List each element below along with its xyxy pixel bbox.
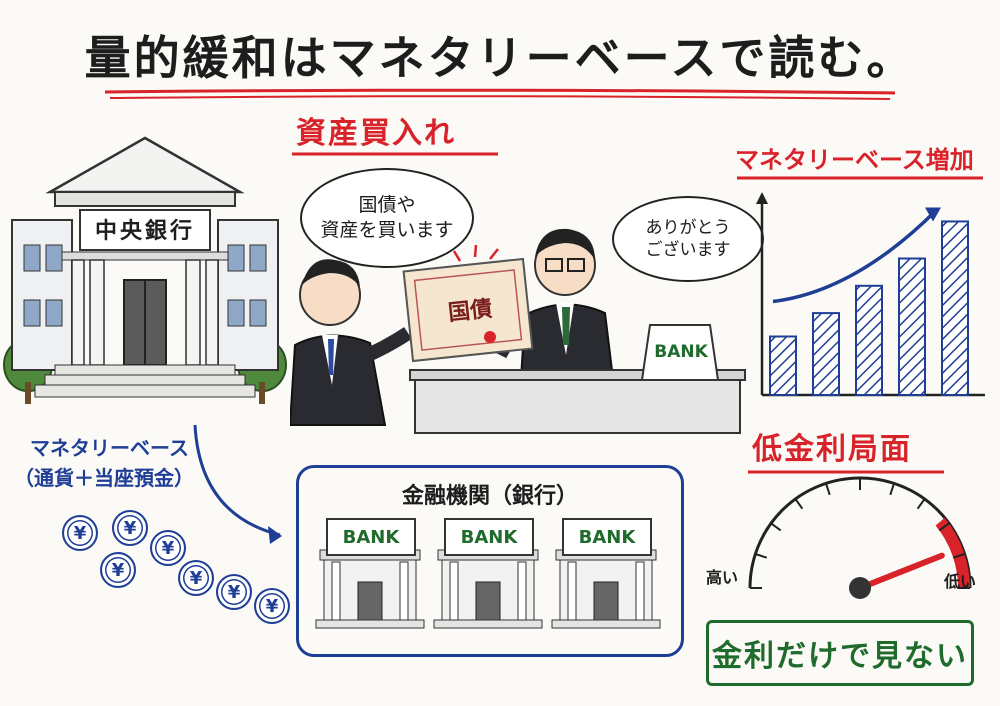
central-bank-building bbox=[3, 136, 287, 404]
yen-coin: ¥ bbox=[112, 510, 148, 546]
financial-institutions-label: 金融機関（銀行） bbox=[401, 484, 578, 509]
speech-bubble-right: ありがとう ございます bbox=[612, 196, 764, 282]
chart-bar bbox=[855, 284, 883, 396]
gauge-tick bbox=[916, 498, 926, 510]
yen-coin: ¥ bbox=[62, 515, 98, 551]
section-asset-underline bbox=[292, 152, 498, 156]
gauge-tick bbox=[755, 553, 768, 559]
monetary-base-sub: （通貨＋当座預金） bbox=[14, 466, 194, 490]
chart-bar bbox=[898, 257, 926, 396]
section-chart-underline bbox=[737, 176, 983, 180]
gauge-hub bbox=[849, 577, 871, 599]
bank-sign: BANK bbox=[562, 518, 652, 556]
yen-coin: ¥ bbox=[216, 574, 252, 610]
speech-bubble-left: 国債や 資産を買います bbox=[300, 168, 474, 268]
section-monetary-base-increase: マネタリーベース増加 bbox=[735, 146, 974, 174]
bank-sign: BANK bbox=[444, 518, 534, 556]
flow-arrow bbox=[193, 424, 282, 544]
section-asset-purchase: 資産買入れ bbox=[296, 116, 456, 151]
title-underline bbox=[104, 88, 896, 100]
gauge-tick bbox=[889, 483, 895, 496]
financial-institutions-box bbox=[296, 465, 684, 657]
gauge-low-label: 低い bbox=[944, 572, 977, 591]
yen-coin: ¥ bbox=[254, 588, 290, 624]
chart-bar bbox=[941, 220, 969, 397]
bar-chart bbox=[756, 192, 985, 397]
gauge-tick bbox=[794, 498, 804, 510]
central-bank-sign: 中央銀行 bbox=[94, 219, 195, 244]
bottom-message: 金利だけで見ない bbox=[706, 620, 974, 686]
yen-coin: ¥ bbox=[178, 560, 214, 596]
trend-arrow bbox=[772, 210, 937, 304]
section-gauge-underline bbox=[748, 470, 944, 474]
page-title: 量的緩和はマネタリーベースで読む。 bbox=[84, 31, 916, 85]
bank-sign: BANK bbox=[326, 518, 416, 556]
gauge-tick bbox=[825, 483, 831, 496]
transaction-scene bbox=[290, 228, 746, 434]
gauge-tick bbox=[952, 553, 965, 559]
desk-bank-sign: BANK bbox=[654, 342, 708, 362]
gauge-tick bbox=[938, 522, 950, 532]
monetary-base-label: マネタリーベース bbox=[30, 436, 189, 460]
gauge-high-label: 高い bbox=[706, 568, 739, 587]
section-low-rate: 低金利局面 bbox=[752, 432, 912, 467]
trend-arrow-head bbox=[925, 207, 941, 222]
yen-coin: ¥ bbox=[150, 530, 186, 566]
y-axis-arrow bbox=[756, 192, 768, 204]
interest-rate-gauge bbox=[748, 476, 972, 599]
chart-bar bbox=[769, 335, 797, 396]
gauge-needle bbox=[857, 552, 945, 591]
gauge-tick bbox=[770, 522, 782, 532]
chart-bar bbox=[812, 312, 840, 396]
yen-coin: ¥ bbox=[100, 552, 136, 588]
